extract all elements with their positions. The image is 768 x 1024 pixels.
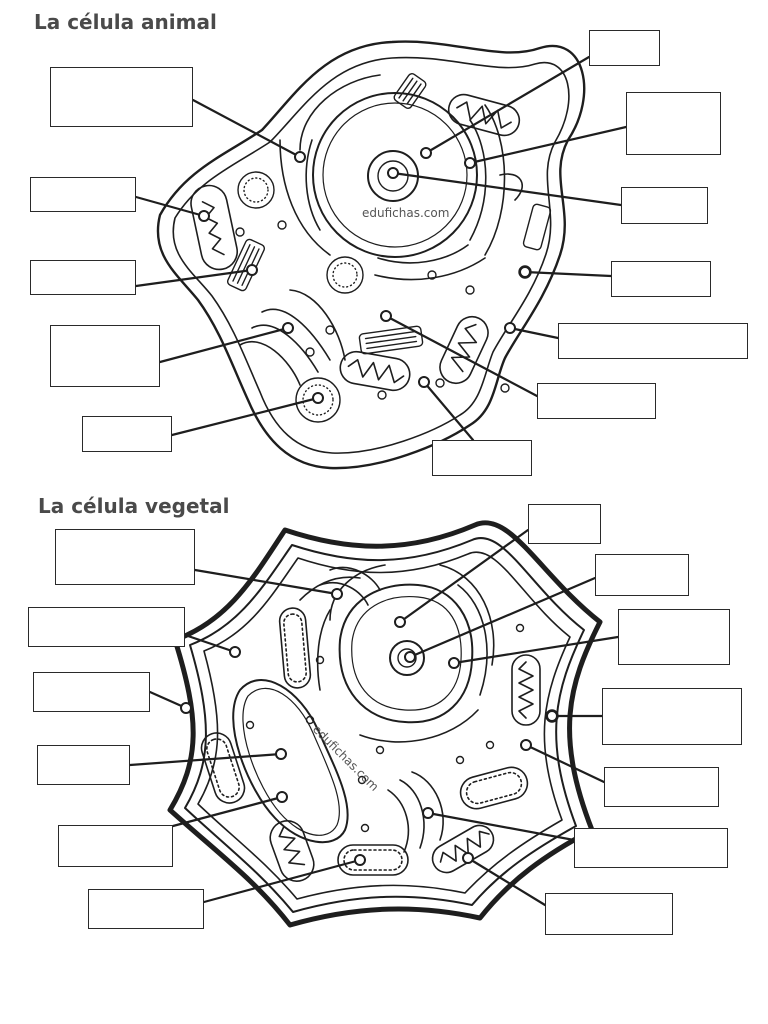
- animal-centrioles: [226, 73, 552, 355]
- plant-label-box-7[interactable]: [528, 504, 601, 544]
- plant-nucleolus: [389, 640, 425, 676]
- animal-label-box-2[interactable]: [30, 177, 136, 212]
- plant-label-box-11[interactable]: [604, 767, 719, 807]
- plant-cell-membrane: [197, 551, 571, 900]
- animal-endoplasmic-reticulum: [279, 74, 523, 281]
- plant-cell-wall-inner: [184, 537, 585, 913]
- animal-watermark: edufichas.com: [362, 206, 449, 220]
- plant-label-box-13[interactable]: [545, 893, 673, 935]
- animal-label-box-5[interactable]: [82, 416, 172, 452]
- animal-label-box-11[interactable]: [537, 383, 656, 419]
- animal-label-box-1[interactable]: [50, 67, 193, 127]
- plant-label-box-4[interactable]: [37, 745, 130, 785]
- plant-callout-dots: [180, 588, 558, 866]
- animal-label-box-8[interactable]: [621, 187, 708, 224]
- animal-callouts: [134, 55, 628, 442]
- plant-cell-title: La célula vegetal: [38, 494, 230, 518]
- animal-callout-dots: [198, 147, 531, 404]
- animal-mitochondria: [190, 93, 521, 392]
- plant-label-box-10[interactable]: [602, 688, 742, 745]
- animal-label-box-3[interactable]: [30, 260, 136, 295]
- animal-nucleus-envelope: [312, 92, 478, 258]
- animal-label-box-6[interactable]: [589, 30, 660, 66]
- plant-label-box-5[interactable]: [58, 825, 173, 867]
- animal-golgi: [239, 289, 346, 386]
- plant-label-box-6[interactable]: [88, 889, 204, 929]
- plant-vesicles: [245, 623, 559, 833]
- plant-cell: edufichas.com: [128, 520, 620, 928]
- plant-label-box-3[interactable]: [33, 672, 150, 712]
- plant-mitochondria: [269, 654, 541, 882]
- plant-label-box-2[interactable]: [28, 607, 185, 647]
- plant-callouts: [128, 528, 620, 907]
- plant-label-box-1[interactable]: [55, 529, 195, 585]
- plant-chloroplasts: [200, 607, 529, 876]
- animal-label-box-7[interactable]: [626, 92, 721, 155]
- plant-golgi: [319, 566, 444, 853]
- plant-cell-wall: [167, 520, 603, 928]
- animal-nucleus-inner: [322, 102, 468, 248]
- plant-endoplasmic-reticulum: [299, 564, 495, 743]
- animal-label-box-10[interactable]: [558, 323, 748, 359]
- animal-label-box-4[interactable]: [50, 325, 160, 387]
- animal-cell-membrane: [156, 40, 586, 470]
- plant-label-box-12[interactable]: [574, 828, 728, 868]
- animal-label-box-12[interactable]: [432, 440, 532, 476]
- plant-watermark: edufichas.com: [310, 722, 382, 794]
- animal-cell-title: La célula animal: [34, 10, 217, 34]
- plant-label-box-8[interactable]: [595, 554, 689, 596]
- animal-cell-membrane-inner: [172, 56, 570, 454]
- plant-label-box-9[interactable]: [618, 609, 730, 665]
- animal-label-box-9[interactable]: [611, 261, 711, 297]
- plant-vacuole: [232, 679, 349, 844]
- animal-cell: edufichas.com: [134, 40, 628, 470]
